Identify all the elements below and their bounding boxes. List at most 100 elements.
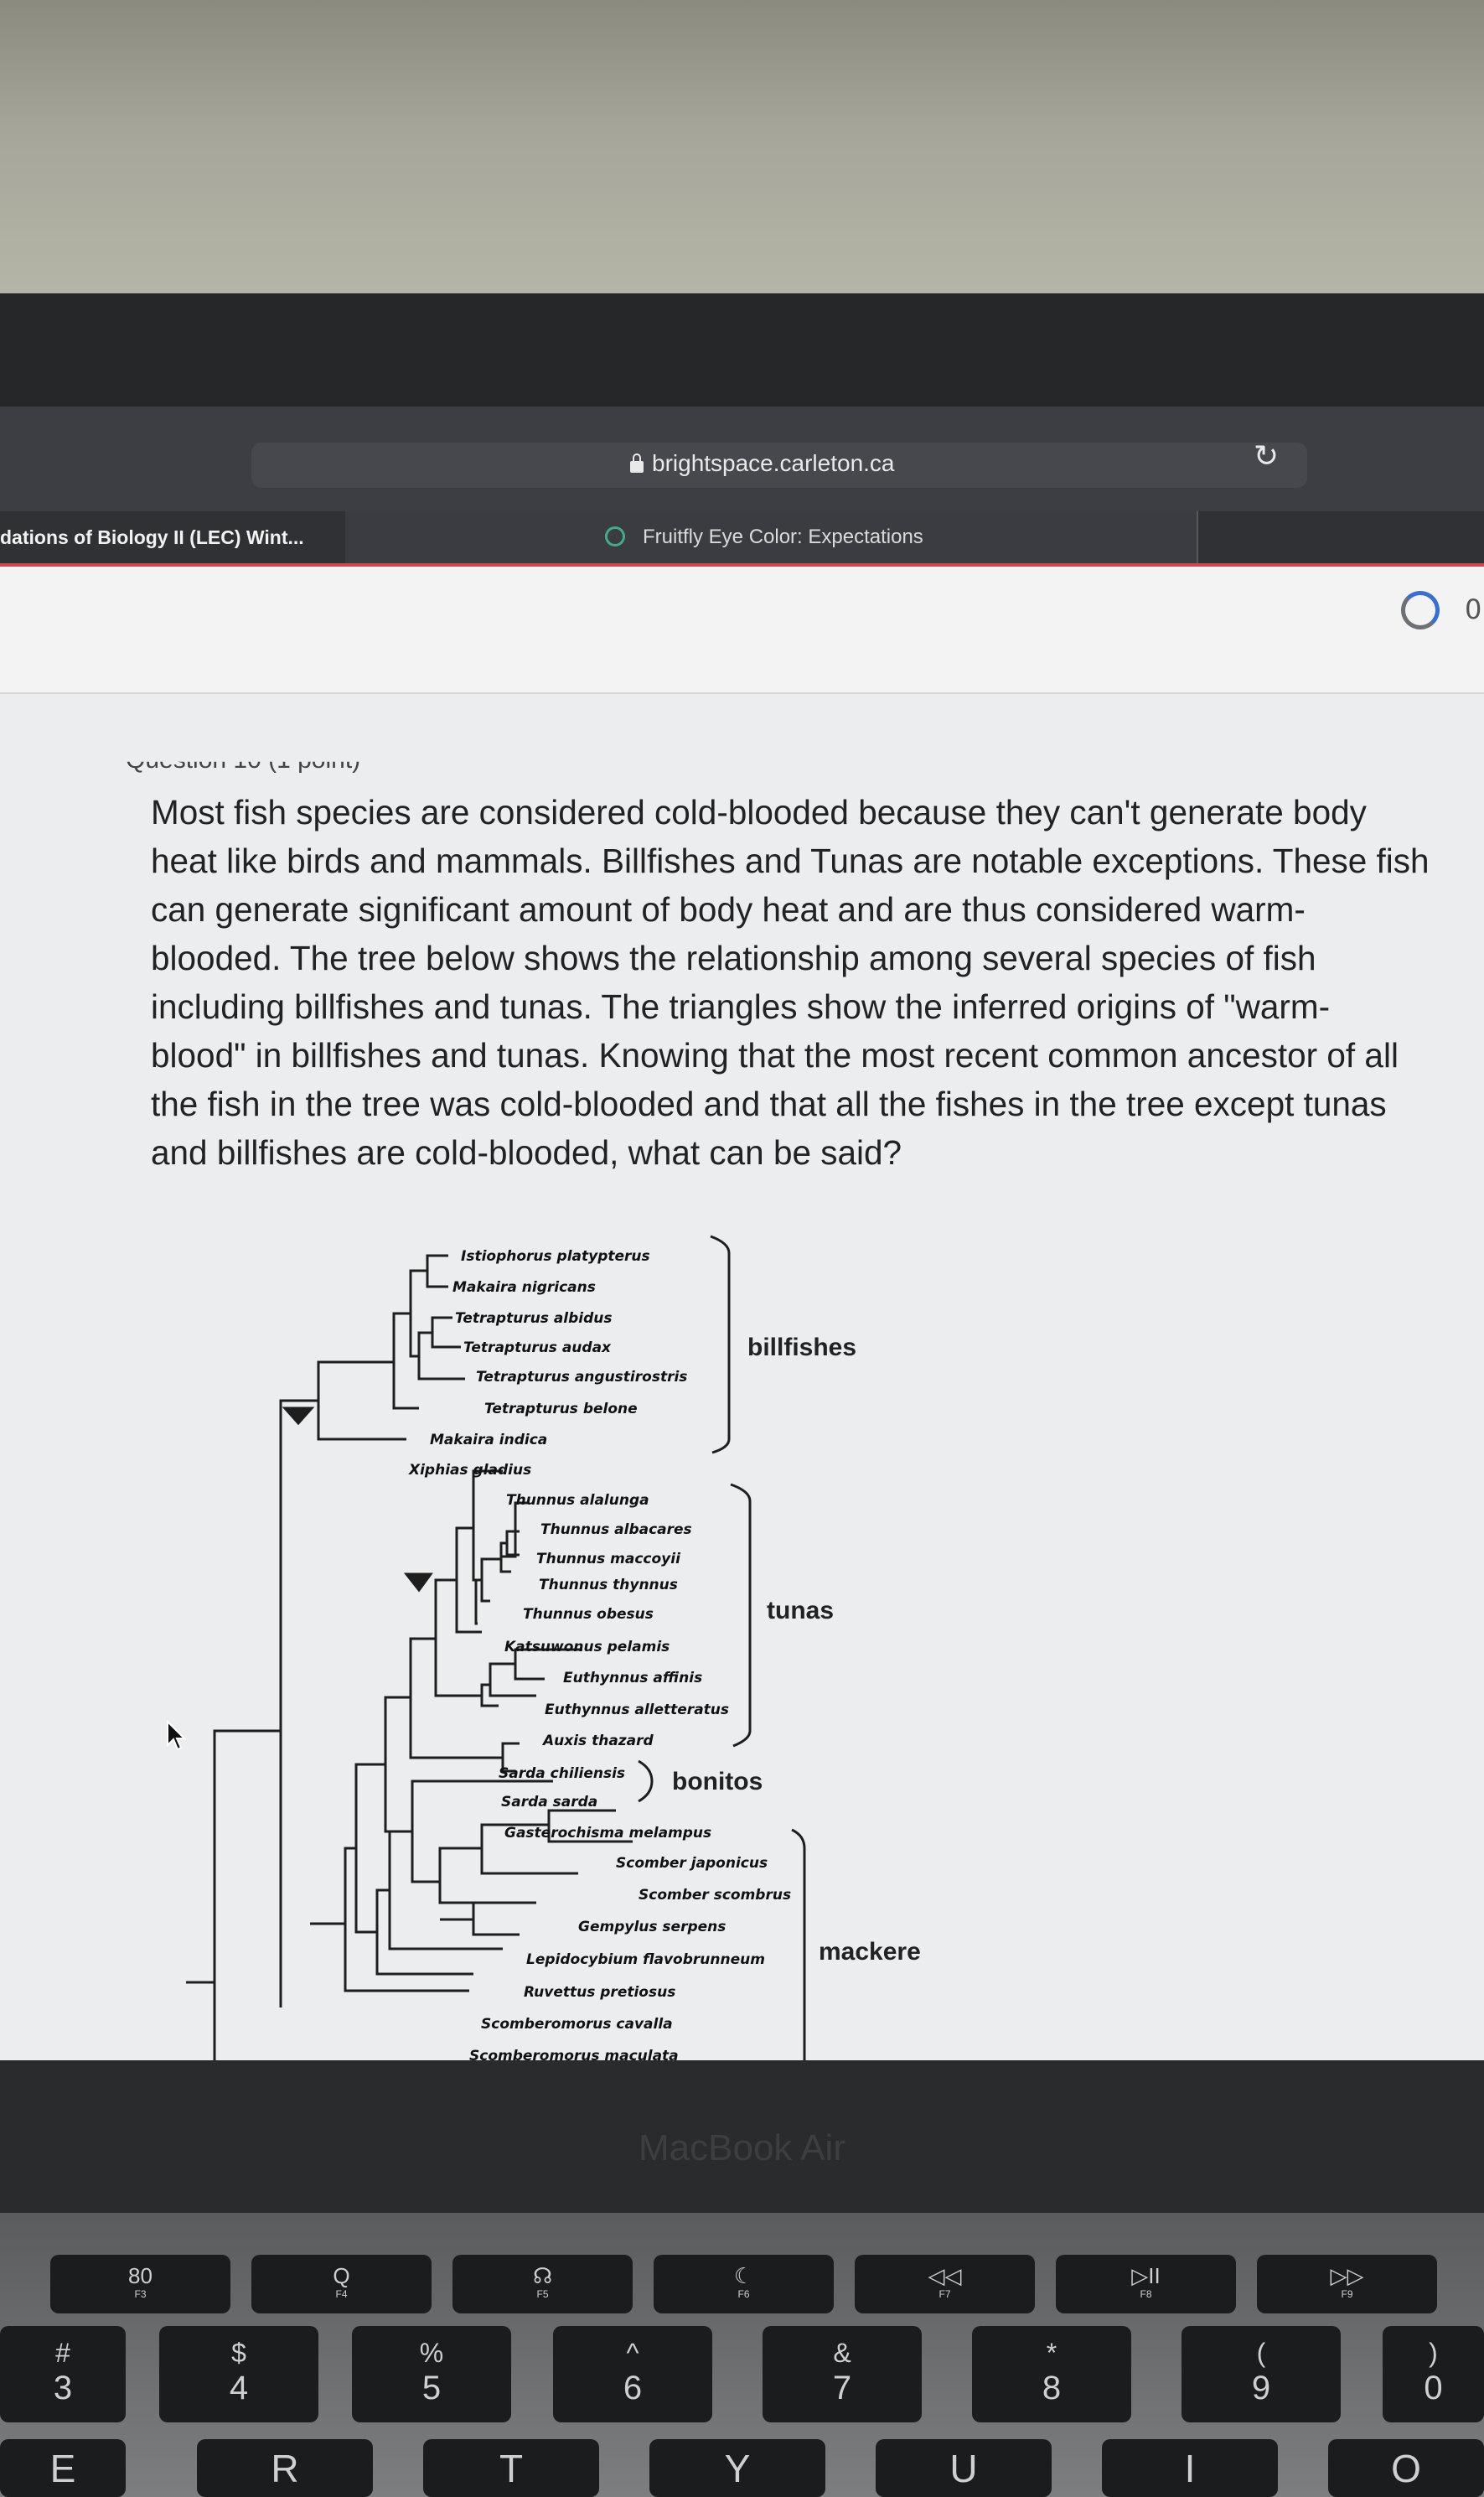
species-label: Thunnus alalunga [506,1492,649,1509]
key-f5[interactable]: ☊ F5 [452,2255,633,2313]
species-label: Istiophorus platypterus [461,1248,650,1265]
key-f3[interactable]: 80 F3 [50,2255,230,2313]
species-label: Euthynnus affinis [563,1670,702,1686]
species-label: Scomberomorus cavalla [481,2016,673,2033]
key-y[interactable]: Y [649,2439,825,2497]
species-label: Thunnus obesus [523,1606,654,1623]
species-label: Tetrapturus belone [484,1401,638,1417]
key-f9[interactable]: ▷▷ F9 [1257,2255,1437,2313]
key-7[interactable]: & 7 [763,2326,922,2422]
key-f6[interactable]: ☾ F6 [654,2255,834,2313]
key-symbol: # [55,2338,70,2368]
tree-branch [354,1763,385,1934]
progress-ring-icon [1401,591,1440,629]
bracket-bonitos [638,1759,654,1803]
key-3[interactable]: # 3 [0,2326,126,2422]
page-header-band [0,567,1484,694]
key-symbol: ) [1429,2338,1438,2368]
key-letter: R [271,2447,299,2490]
url-text: brightspace.carleton.ca [652,450,895,476]
key-symbol: ^ [626,2338,639,2368]
key-8[interactable]: * 8 [972,2326,1131,2422]
key-4[interactable]: $ 4 [159,2326,318,2422]
tree-branch [489,1662,536,1697]
mission-control-icon: 80 [128,2263,153,2288]
key-f7[interactable]: ◁◁ F7 [855,2255,1035,2313]
key-digit: 6 [623,2370,643,2406]
species-label: Thunnus thynnus [539,1577,678,1593]
key-letter: T [499,2447,524,2490]
species-label: Gasterochisma melampus [504,1825,711,1842]
play-pause-icon: ▷II [1131,2263,1161,2288]
tree-branch [384,1696,411,1833]
species-label: Katsuwonus pelamis [504,1639,670,1655]
key-digit: 7 [832,2370,852,2406]
question-line: including billfishes and tunas. The tria… [151,987,1331,1026]
screen-bezel [0,293,1484,411]
tree-branch [411,1780,490,1883]
bottom-bezel [0,2060,1484,2228]
tab-fruitfly[interactable]: Fruitfly Eye Color: Expectations [345,511,1197,563]
tree-branch [417,1331,465,1381]
key-letter: E [49,2447,76,2490]
key-0[interactable]: ) 0 [1383,2326,1484,2422]
group-label-bonitos: bonitos [672,1768,763,1795]
question-line: blood" in billfishes and tunas. Knowing … [151,1036,1399,1075]
question-line: the fish in the tree was cold-blooded an… [151,1085,1387,1123]
species-label: Euthynnus alletteratus [545,1702,729,1718]
species-label: Scomberomorus maculata [469,2048,679,2060]
key-letter: I [1184,2447,1196,2490]
key-label: F9 [1341,2288,1353,2300]
key-digit: 3 [53,2370,73,2406]
spotlight-icon: Q [333,2263,350,2288]
key-digit: 0 [1424,2370,1443,2406]
key-9[interactable]: ( 9 [1182,2326,1341,2422]
key-symbol: * [1046,2338,1057,2368]
tab-label: dations of Biology II (LEC) Wint... [0,526,304,548]
key-f8[interactable]: ▷II F8 [1056,2255,1236,2313]
species-label: Lepidocybium flavobrunneum [526,1951,765,1968]
background-wall [0,0,1484,302]
key-symbol: & [833,2338,851,2368]
species-label: Auxis thazard [541,1733,654,1749]
question-text: Most fish species are considered cold-bl… [151,788,1441,1177]
key-o[interactable]: O [1328,2439,1484,2497]
group-label-mackerels: mackerels [819,1938,922,1966]
group-label-tunas: tunas [767,1597,834,1624]
question-line: and billfishes are cold-blooded, what ca… [151,1133,902,1172]
question-line: Most fish species are considered cold-bl… [151,793,1367,831]
address-url[interactable]: brightspace.carleton.ca [630,450,895,477]
phylogenetic-tree: Istiophorus platypterus Makaira nigrican… [186,1235,922,2060]
key-e[interactable]: E [0,2439,126,2497]
key-f4[interactable]: Q F4 [251,2255,432,2313]
bracket-tunas [730,1483,752,1748]
points-partial: 0 [1465,593,1482,625]
species-label: Gempylus serpens [578,1919,726,1935]
tab-biology-course[interactable]: dations of Biology II (LEC) Wint... [0,511,344,563]
key-r[interactable]: R [197,2439,373,2497]
active-tab-indicator [0,563,1484,567]
address-bar[interactable] [251,443,1307,488]
tab-divider [1197,511,1198,563]
species-label: Ruvettus pretiosus [524,1984,675,2001]
key-6[interactable]: ^ 6 [553,2326,712,2422]
key-symbol: % [419,2338,444,2368]
tree-branch [434,1578,457,1697]
species-label: Sarda chiliensis [499,1765,625,1782]
key-t[interactable]: T [423,2439,599,2497]
reload-icon[interactable]: ↻ [1254,439,1280,474]
tree-branch [501,1501,528,1558]
key-5[interactable]: % 5 [352,2326,511,2422]
key-digit: 9 [1251,2370,1271,2406]
tree-branch [392,1312,419,1410]
page-content [0,567,1484,2060]
key-i[interactable]: I [1102,2439,1278,2497]
tree-branch [213,1729,281,2060]
question-line: heat like birds and mammals. Billfishes … [151,842,1430,880]
key-label: F8 [1140,2288,1152,2300]
key-digit: 5 [421,2370,442,2406]
key-letter: Y [724,2447,751,2490]
key-label: F3 [134,2288,147,2300]
key-u[interactable]: U [876,2439,1052,2497]
species-label: Xiphias gladius [408,1462,531,1479]
